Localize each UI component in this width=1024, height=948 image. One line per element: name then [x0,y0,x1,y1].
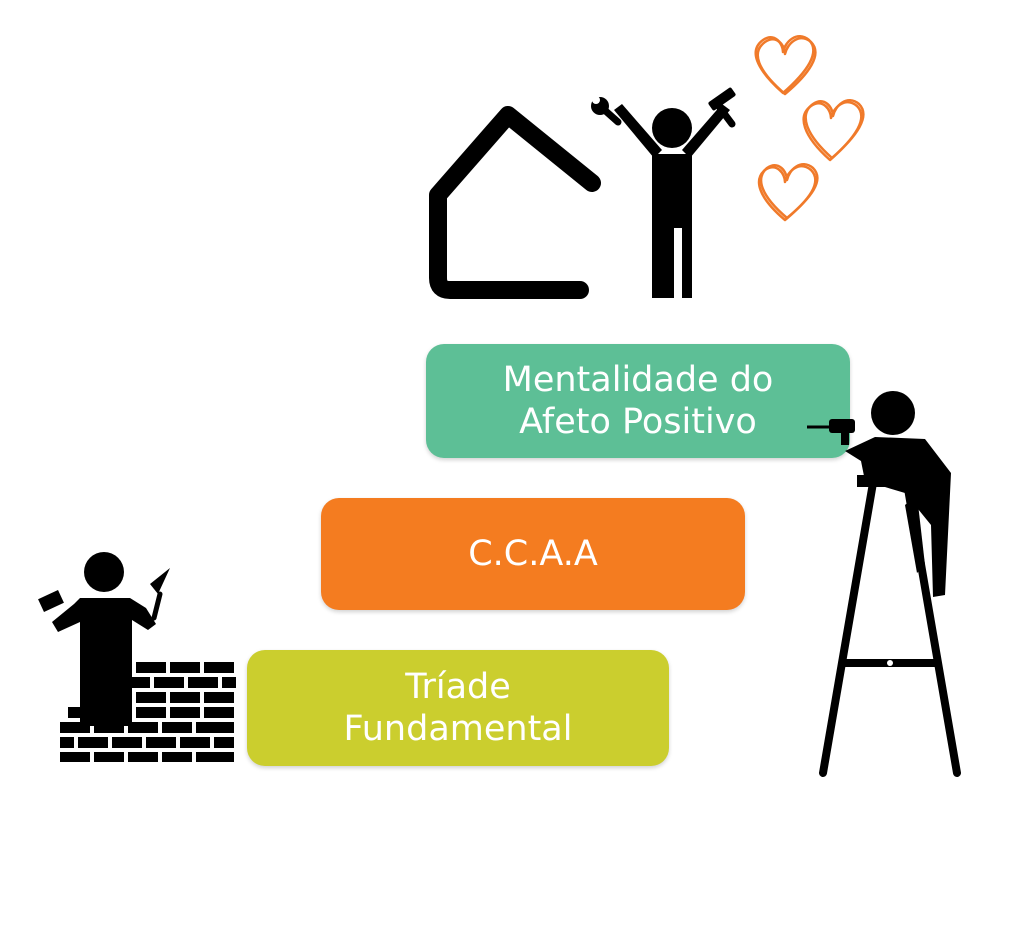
step-label: Tríade Fundamental [343,667,573,749]
step-label: Mentalidade do Afeto Positivo [502,360,774,442]
worker-on-ladder-with-drill-icon [807,391,961,777]
hearts-icon [754,35,865,222]
step-triade-fundamental: Tríade Fundamental [247,650,669,766]
step-label: C.C.A.A [468,534,598,574]
house-outline-icon [429,106,601,299]
step-ccaa: C.C.A.A [321,498,745,610]
worker-with-tools-icon [591,87,736,298]
step-mentalidade-do-afeto-positivo: Mentalidade do Afeto Positivo [426,344,850,458]
bricklayer-with-trowel-icon [38,552,236,762]
